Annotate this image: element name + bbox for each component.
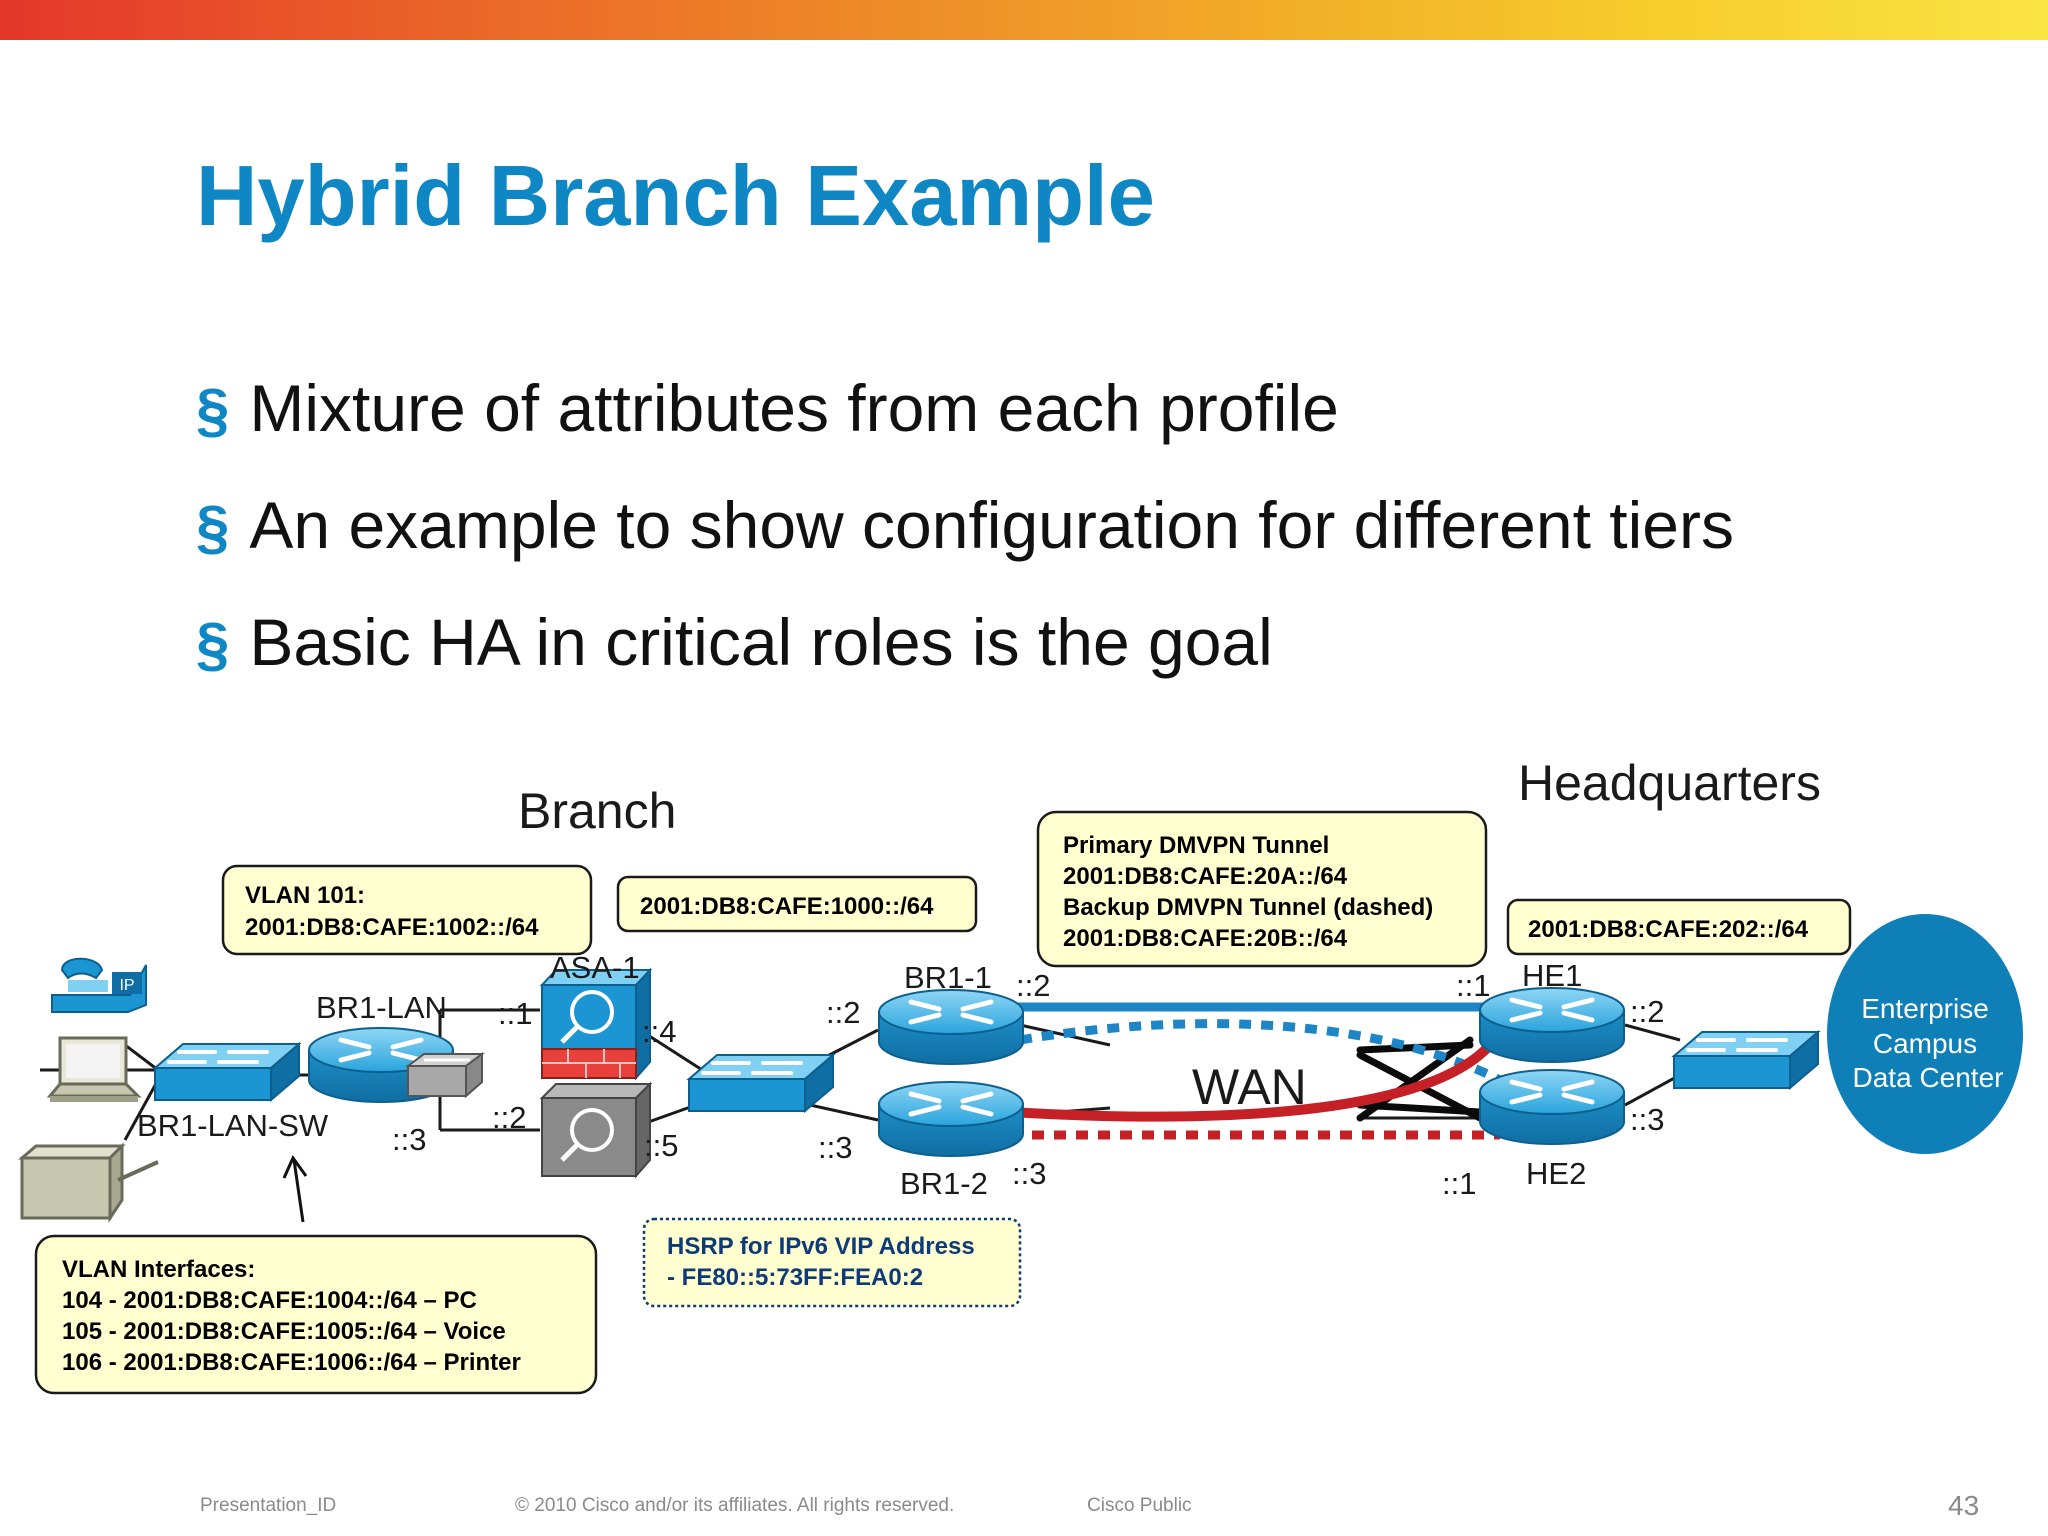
note-prefix-1000-text: 2001:DB8:CAFE:1000::/64	[640, 893, 934, 920]
addr-br1lan-sw: ::3	[392, 1122, 426, 1157]
footer-copyright: © 2010 Cisco and/or its affiliates. All …	[515, 1495, 955, 1516]
bullet-text: Basic HA in critical roles is the goal	[249, 605, 1273, 679]
top-gradient-bar	[0, 0, 2048, 40]
br1-2-router-icon	[879, 1082, 1023, 1156]
note-vlan-ifaces-line-4: 106 - 2001:DB8:CAFE:1006::/64 – Printer	[62, 1349, 521, 1376]
lan-switch-small-icon	[405, 1052, 485, 1099]
footer-presentation-id: Presentation_ID	[200, 1495, 337, 1516]
laptop-icon	[46, 1036, 142, 1102]
he1-router-icon	[1480, 988, 1624, 1062]
br1-1-router-icon	[879, 990, 1023, 1064]
note-hsrp: HSRP for IPv6 VIP Address - FE80::5:73FF…	[642, 1217, 1022, 1308]
bullet-marker-icon: §	[196, 377, 230, 444]
addr-he1-wan: ::1	[1456, 968, 1490, 1003]
addr-br1lan-bottom: ::2	[492, 1100, 526, 1135]
backup-tunnel-he1	[1019, 1019, 1503, 1085]
note-prefix-202: 2001:DB8:CAFE:202::/64	[1506, 898, 1852, 956]
addr-br1-2-wan: ::3	[1012, 1156, 1046, 1191]
bullet-2: § An example to show configuration for di…	[196, 487, 1734, 563]
datacenter-line-2: Campus	[1873, 1028, 1977, 1059]
note-vlan101-line-2: 2001:DB8:CAFE:1002::/64	[245, 914, 539, 941]
page-number: 43	[1948, 1490, 1980, 1521]
note-dmvpn-line-1: Primary DMVPN Tunnel	[1063, 832, 1329, 859]
asa1-firewall-icon	[539, 967, 653, 1081]
br1-lan-label: BR1-LAN	[316, 990, 447, 1025]
pointer-arrow	[282, 1155, 308, 1223]
note-dmvpn-line-3: Backup DMVPN Tunnel (dashed)	[1063, 894, 1433, 921]
bullet-3: § Basic HA in critical roles is the goal	[196, 604, 1273, 680]
he2-router-icon	[1480, 1070, 1624, 1144]
note-vlan101-line-1: VLAN 101:	[245, 882, 365, 909]
branch-core-switch-icon	[687, 1053, 835, 1113]
note-vlan-ifaces-line-1: VLAN Interfaces:	[62, 1256, 255, 1283]
he1-label: HE1	[1522, 958, 1582, 993]
addr-asa1: ::4	[642, 1014, 676, 1049]
addr-br1-1-left: ::2	[826, 995, 860, 1030]
note-dmvpn-line-2: 2001:DB8:CAFE:20A::/64	[1063, 863, 1348, 890]
phone-badge-text: IP	[119, 977, 134, 994]
addr-he1-right: ::2	[1630, 994, 1664, 1029]
addr-br1-2-left: ::3	[818, 1130, 852, 1165]
datacenter-line-3: Data Center	[1853, 1062, 2004, 1093]
asa1-label: ASA-1	[550, 950, 640, 985]
note-hsrp-line-1: HSRP for IPv6 VIP Address	[667, 1233, 975, 1260]
bullet-marker-icon: §	[196, 611, 230, 678]
addr-he2-right: ::3	[1630, 1102, 1664, 1137]
footer-classification: Cisco Public	[1087, 1495, 1192, 1516]
note-vlan101: VLAN 101: 2001:DB8:CAFE:1002::/64	[221, 864, 593, 956]
note-vlan-ifaces-line-3: 105 - 2001:DB8:CAFE:1005::/64 – Voice	[62, 1318, 506, 1345]
note-dmvpn: Primary DMVPN Tunnel 2001:DB8:CAFE:20A::…	[1036, 810, 1488, 968]
bullet-marker-icon: §	[196, 494, 230, 561]
addr-br1-1-wan: ::2	[1016, 968, 1050, 1003]
addr-asa2: ::5	[644, 1128, 678, 1163]
hq-section-label: Headquarters	[1518, 755, 1821, 811]
br1-lan-sw-label: BR1-LAN-SW	[137, 1108, 329, 1143]
hq-switch-icon	[1672, 1030, 1820, 1090]
slide-title: Hybrid Branch Example	[196, 149, 1155, 244]
note-vlan-ifaces-line-2: 104 - 2001:DB8:CAFE:1004::/64 – PC	[62, 1287, 477, 1314]
br1-2-label: BR1-2	[900, 1166, 988, 1201]
printer-icon	[17, 1142, 159, 1223]
wan-label: WAN	[1192, 1059, 1307, 1115]
note-dmvpn-line-4: 2001:DB8:CAFE:20B::/64	[1063, 925, 1348, 952]
addr-br1lan-top: ::1	[498, 996, 532, 1031]
bullet-1: § Mixture of attributes from each profile	[196, 370, 1339, 446]
ip-phone-icon: IP	[51, 957, 147, 1013]
bullet-text: Mixture of attributes from each profile	[249, 371, 1339, 445]
note-hsrp-line-2: - FE80::5:73FF:FEA0:2	[667, 1264, 923, 1291]
datacenter-cloud: Enterprise Campus Data Center	[1827, 914, 2023, 1154]
asa2-firewall-icon	[539, 1081, 653, 1179]
br1-lan-sw-switch-icon	[153, 1042, 301, 1102]
branch-section-label: Branch	[518, 783, 676, 839]
addr-he2-wan: ::1	[1442, 1166, 1476, 1201]
note-prefix-1000: 2001:DB8:CAFE:1000::/64	[616, 875, 978, 933]
he2-label: HE2	[1526, 1156, 1586, 1191]
note-vlan-interfaces: VLAN Interfaces: 104 - 2001:DB8:CAFE:100…	[34, 1234, 598, 1395]
note-prefix-202-text: 2001:DB8:CAFE:202::/64	[1528, 916, 1809, 943]
br1-1-label: BR1-1	[904, 960, 992, 995]
primary-tunnel-he2	[1009, 1041, 1494, 1122]
datacenter-line-1: Enterprise	[1861, 993, 1989, 1024]
bullet-text: An example to show configuration for dif…	[249, 488, 1734, 562]
